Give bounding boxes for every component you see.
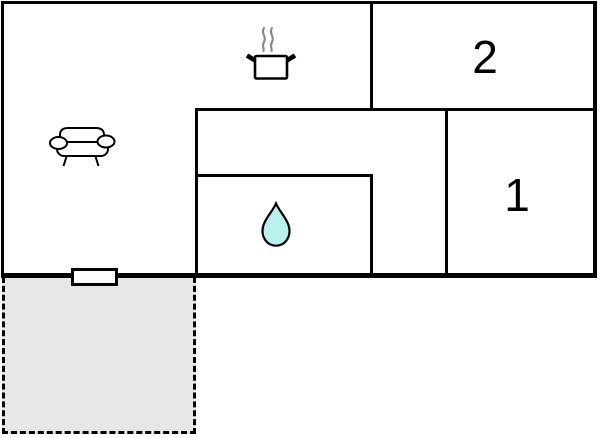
room-1-label: 1 <box>504 169 530 221</box>
water-drop-icon <box>261 201 291 247</box>
wall-horizontal-main <box>195 108 597 111</box>
door-marker <box>71 268 118 286</box>
building-outline <box>1 1 597 278</box>
steam-icon <box>261 26 274 53</box>
sofa-icon <box>49 127 116 167</box>
cooking-pot-icon <box>245 26 297 80</box>
terrace-area <box>2 277 196 434</box>
wall-bedroom1-left <box>445 108 448 277</box>
wall-kitchen-bedroom2 <box>370 2 373 111</box>
bathroom-walls <box>195 174 373 277</box>
room-2-label: 2 <box>472 31 498 83</box>
wall-kitchen-left <box>195 108 198 277</box>
